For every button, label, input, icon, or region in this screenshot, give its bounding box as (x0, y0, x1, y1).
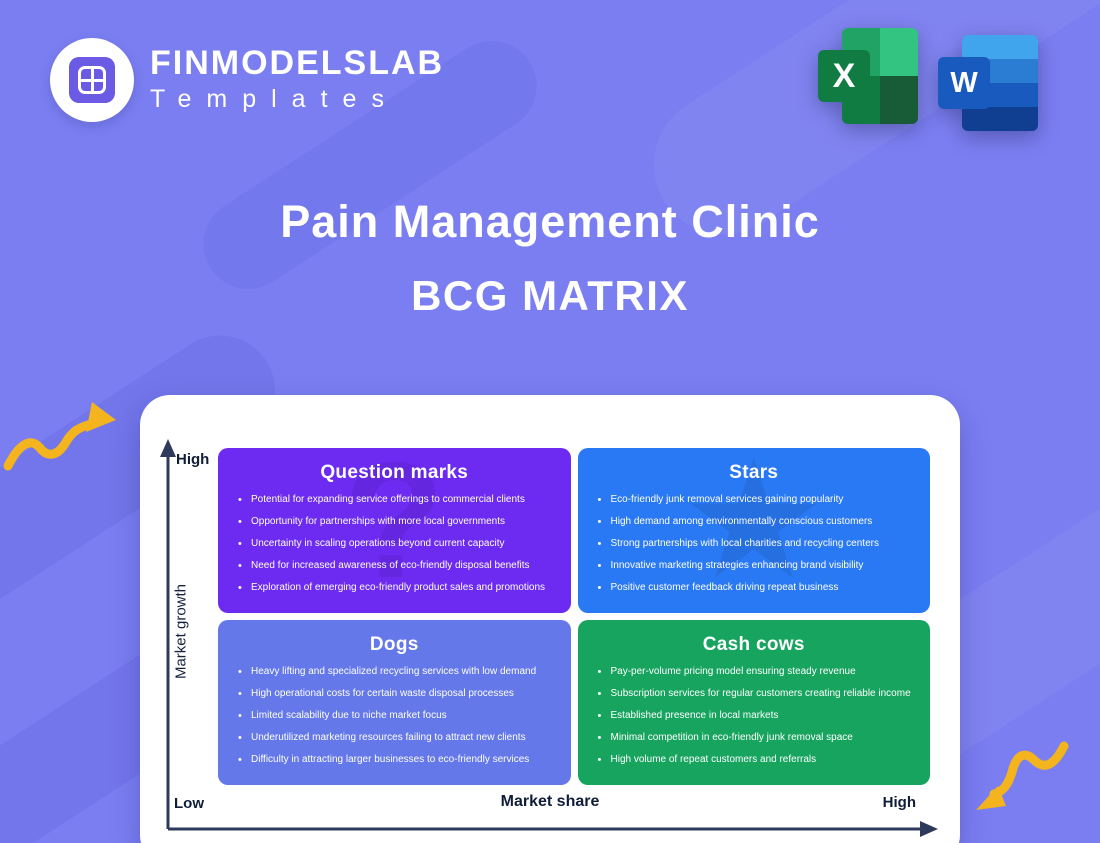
bullet-item: Heavy lifting and specialized recycling … (238, 666, 557, 678)
x-axis-title: Market share (500, 793, 600, 810)
page-title: Pain Management Clinic BCG MATRIX (0, 196, 1100, 320)
brand-name: FINMODELSLAB (150, 44, 445, 82)
bullet-item: Exploration of emerging eco-friendly pro… (238, 582, 557, 594)
bullet-item: Strong partnerships with local charities… (598, 538, 917, 550)
bullet-item: Established presence in local markets (598, 710, 917, 722)
bullet-item: Underutilized marketing resources failin… (238, 732, 557, 744)
quadrant-stars: ★ Stars Eco-friendly junk removal servic… (577, 448, 930, 613)
quadrant-title: Stars (729, 462, 779, 483)
bullet-item: Pay-per-volume pricing model ensuring st… (598, 666, 917, 678)
bullet-item: Uncertainty in scaling operations beyond… (238, 538, 557, 550)
bcg-matrix-grid: ? Question marks Potential for expanding… (218, 448, 930, 785)
excel-icon: X (818, 28, 918, 124)
quadrant-title: Question marks (320, 462, 469, 483)
quadrant-question-marks: ? Question marks Potential for expanding… (218, 448, 571, 613)
word-icon: W (938, 35, 1038, 131)
excel-letter: X (818, 50, 870, 102)
page-title-line1: Pain Management Clinic (280, 196, 820, 247)
x-axis-high-label: High (882, 794, 916, 811)
word-letter: W (938, 57, 990, 109)
bullet-item: High volume of repeat customers and refe… (598, 754, 917, 766)
page-title-line2: BCG MATRIX (411, 272, 689, 319)
bullet-item: Potential for expanding service offering… (238, 494, 557, 506)
squiggle-arrow-left-icon (3, 402, 116, 471)
window-grid-icon (78, 66, 106, 94)
logo-window-badge (69, 57, 115, 103)
bullet-item: Minimal competition in eco-friendly junk… (598, 732, 917, 744)
quadrant-bullet-list: Pay-per-volume pricing model ensuring st… (592, 666, 917, 766)
bullet-item: Positive customer feedback driving repea… (598, 582, 917, 594)
bullet-item: High demand among environmentally consci… (598, 516, 917, 528)
brand-subtitle: Templates (150, 85, 399, 113)
excel-sheet-icon (842, 28, 918, 124)
bullet-item: High operational costs for certain waste… (238, 688, 557, 700)
brand-logo (50, 38, 134, 122)
y-axis-title: Market growth (172, 583, 190, 680)
y-axis-high-label: High (176, 451, 210, 468)
bullet-item: Need for increased awareness of eco-frie… (238, 560, 557, 572)
brand-text: FINMODELSLAB Templates (150, 46, 444, 112)
quadrant-title: Dogs (369, 634, 419, 655)
quadrant-cash-cows: Cash cows Pay-per-volume pricing model e… (577, 620, 930, 785)
squiggle-arrow-right-icon (976, 741, 1069, 810)
bullet-item: Opportunity for partnerships with more l… (238, 516, 557, 528)
y-axis-low-label: Low (174, 795, 204, 812)
bullet-item: Subscription services for regular custom… (598, 688, 917, 700)
bullet-item: Limited scalability due to niche market … (238, 710, 557, 722)
quadrant-bullet-list: Potential for expanding service offering… (232, 494, 557, 594)
matrix-card: High Market growth Low Market share High… (140, 395, 960, 843)
quadrant-bullet-list: Eco-friendly junk removal services gaini… (592, 494, 917, 594)
bullet-item: Difficulty in attracting larger business… (238, 754, 557, 766)
bullet-item: Innovative marketing strategies enhancin… (598, 560, 917, 572)
quadrant-title: Cash cows (702, 634, 805, 655)
quadrant-dogs: Dogs Heavy lifting and specialized recyc… (218, 620, 571, 785)
bullet-item: Eco-friendly junk removal services gaini… (598, 494, 917, 506)
quadrant-bullet-list: Heavy lifting and specialized recycling … (232, 666, 557, 766)
